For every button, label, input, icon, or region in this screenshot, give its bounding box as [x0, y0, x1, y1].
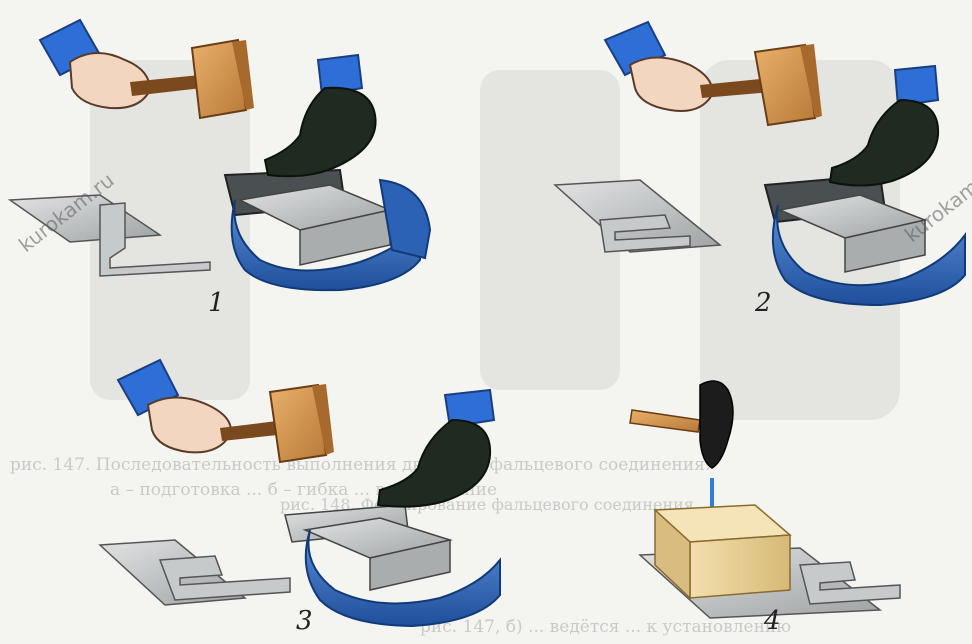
- wood-block-4: [655, 505, 790, 598]
- gloved-hand-1: [265, 55, 376, 176]
- gloved-hand-3: [378, 390, 494, 507]
- panel-number-4: 4: [764, 606, 781, 636]
- panel-number-3: 3: [296, 606, 313, 636]
- hand-2: [605, 22, 712, 111]
- hammer-4: [630, 381, 733, 468]
- panel-number-2: 2: [755, 288, 772, 318]
- panel-3: [100, 360, 500, 626]
- vise-1: [225, 170, 430, 290]
- sheet-3: [100, 540, 290, 605]
- panel-number-1: 1: [208, 288, 225, 318]
- vise-3: [285, 505, 500, 626]
